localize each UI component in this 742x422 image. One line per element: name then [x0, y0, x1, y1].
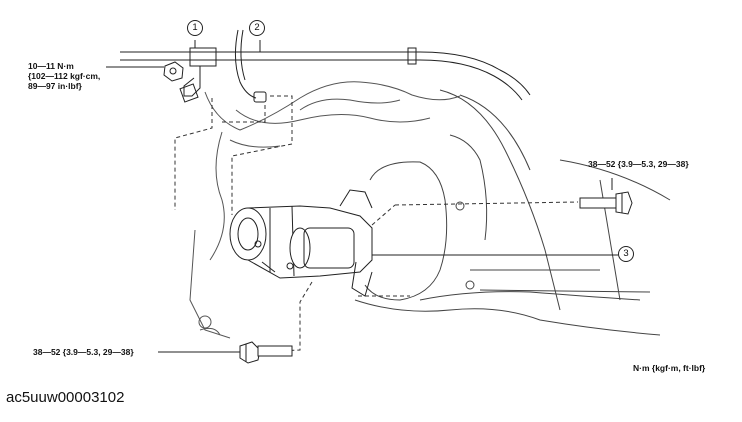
torque-label-nut: 10—11 N·m {102—112 kgf·cm, 89—97 in·lbf}	[28, 61, 100, 91]
torque-nut-line-2: {102—112 kgf·cm,	[28, 71, 101, 81]
units-note: N·m {kgf·m, ft·lbf}	[633, 363, 706, 373]
harness-nut	[163, 61, 184, 82]
upper-mounting-bolt	[579, 178, 633, 215]
callout-2: 2	[249, 20, 265, 36]
torque-nut-line-1: 10—11 N·m	[28, 61, 74, 71]
callout-3: 3	[618, 246, 634, 262]
starter-motor	[229, 189, 373, 297]
starter-cable	[234, 29, 267, 103]
torque-label-upper-bolt: 38—52 {3.9—5.3, 29—38}	[588, 159, 689, 169]
callout-leaders	[106, 66, 618, 353]
figure-id-caption: ac5uuw00003102	[6, 389, 125, 406]
engine-block-outline	[189, 81, 461, 339]
harness-bracket	[179, 40, 217, 103]
transmission-housing	[354, 89, 671, 336]
wiring-harness-conduit	[120, 47, 531, 101]
torque-nut-line-3: 89—97 in·lbf}	[28, 81, 82, 91]
torque-label-lower-bolt: 38—52 {3.9—5.3, 29—38}	[33, 347, 134, 357]
callout-1: 1	[187, 20, 203, 36]
lower-mounting-bolt	[239, 341, 293, 364]
